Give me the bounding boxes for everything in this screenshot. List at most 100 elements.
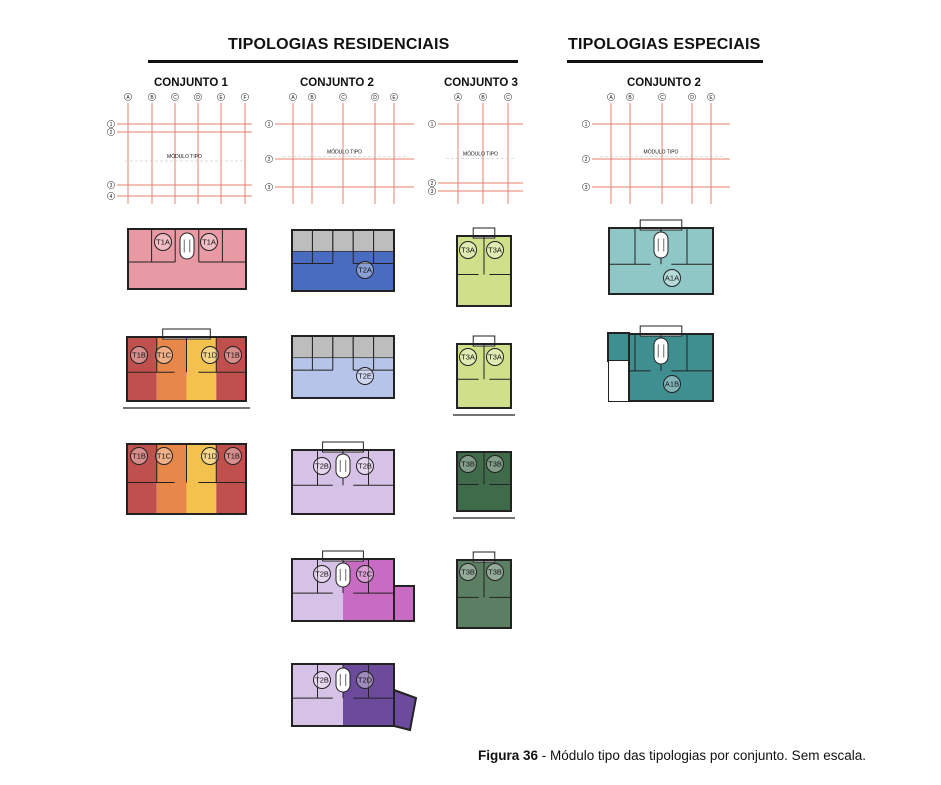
unit-label: T3B xyxy=(461,460,475,469)
unit-label: T3A xyxy=(461,246,475,255)
grid-row-label: 2 xyxy=(431,181,434,187)
unit-label: T1A xyxy=(202,238,216,247)
grid-bubble xyxy=(504,93,512,101)
unit-annex-t2c xyxy=(393,585,415,622)
grid-bubble xyxy=(626,93,634,101)
heading-especiais: TIPOLOGIAS ESPECIAIS xyxy=(568,36,761,53)
unit-label: T3B xyxy=(461,568,475,577)
grid-bubble xyxy=(582,183,590,191)
grid-bubble xyxy=(241,93,249,101)
exterior-wall xyxy=(126,336,247,402)
grid-bubble xyxy=(479,93,487,101)
balcony-bay xyxy=(291,335,313,359)
grid-bubble xyxy=(688,93,696,101)
grid-bubble xyxy=(289,93,297,101)
unit-label: T1B xyxy=(226,351,240,360)
grid-row-label: 1 xyxy=(585,122,588,128)
balcony-bay xyxy=(373,335,395,359)
unit-badge xyxy=(459,241,477,259)
floor-plan-c3-r4: T3B T3B xyxy=(456,551,512,629)
unit-badge xyxy=(201,447,219,465)
exterior-wall xyxy=(456,451,512,512)
unit-area xyxy=(127,337,157,401)
unit-label: T1C xyxy=(157,351,172,360)
exterior-wall xyxy=(127,228,247,290)
stair-core xyxy=(653,337,669,365)
stair-flight xyxy=(339,569,347,581)
unit-badge xyxy=(130,447,148,465)
stair-core xyxy=(335,453,351,479)
floor-plan-c2-r2: T2E xyxy=(291,335,395,399)
plan-cutout xyxy=(609,361,629,401)
floor-plan-c3-r1: T3A T3A xyxy=(456,227,512,307)
unit-label: T3B xyxy=(488,568,502,577)
unit-badge xyxy=(486,563,504,581)
unit-label: T1D xyxy=(203,351,218,360)
balcony-bay xyxy=(332,335,354,359)
grid-bubble xyxy=(390,93,398,101)
unit-badge xyxy=(459,563,477,581)
floor-plan-c2-r1: T2A xyxy=(291,229,395,292)
unit-badge xyxy=(200,233,218,251)
grid-col-label: F xyxy=(243,95,246,101)
grid-bubble xyxy=(428,179,436,187)
grid-col-label: B xyxy=(150,95,154,101)
grid-row-label: 3 xyxy=(268,185,271,191)
unit-badge xyxy=(224,447,242,465)
grid-bubble xyxy=(265,183,273,191)
unit-label: T1B xyxy=(132,351,146,360)
grid-bubble xyxy=(107,120,115,128)
unit-wing-a1b xyxy=(607,332,630,362)
grid-bubble xyxy=(265,155,273,163)
unit-badge xyxy=(459,348,477,366)
grid-col-label: B xyxy=(481,95,485,101)
heading-especiais-rule xyxy=(567,60,763,63)
stair-flight xyxy=(657,344,665,358)
caption-text: - Módulo tipo das tipologias por conjunt… xyxy=(538,748,866,763)
unit-badge xyxy=(486,241,504,259)
grid-bubble xyxy=(107,181,115,189)
grid-bubble xyxy=(107,128,115,136)
set-label-conjunto3: CONJUNTO 3 xyxy=(444,77,518,89)
grid-col-label: C xyxy=(506,95,510,101)
stair-core xyxy=(335,667,351,693)
grid-col-label: A xyxy=(456,95,460,101)
grid-row-label: 1 xyxy=(110,122,113,128)
unit-area xyxy=(156,337,187,401)
stair-core xyxy=(179,232,195,260)
grid-bubble xyxy=(582,155,590,163)
grid-row-label: 1 xyxy=(268,122,271,128)
exterior-wall xyxy=(456,343,512,409)
unit-badge xyxy=(356,261,374,279)
grid-bubble xyxy=(658,93,666,101)
unit-label: T1B xyxy=(132,452,146,461)
unit-badge xyxy=(486,348,504,366)
grid-bubble xyxy=(148,93,156,101)
grid-bubble xyxy=(582,120,590,128)
stair-core xyxy=(653,231,669,259)
grid-bubble xyxy=(428,120,436,128)
balcony-bay xyxy=(352,229,375,252)
grid-bubble xyxy=(428,187,436,195)
unit-badge xyxy=(663,269,681,287)
unit-badge xyxy=(155,346,173,364)
grid-col-label: D xyxy=(690,95,694,101)
grid-row-label: 4 xyxy=(110,194,113,200)
unit-badge xyxy=(486,455,504,473)
floor-plan-e-r1: A1A xyxy=(608,219,714,295)
unit-badge xyxy=(356,671,374,689)
stair-core xyxy=(335,562,351,588)
unit-label: T3A xyxy=(488,246,502,255)
grid-col-label: B xyxy=(310,95,314,101)
unit-badge xyxy=(663,375,681,393)
grid-col-label: E xyxy=(392,95,396,101)
grid-row-label: 3 xyxy=(585,185,588,191)
floor-plan-c1-r2: T1B T1C T1D T1B xyxy=(123,328,250,409)
unit-label: T2E xyxy=(358,372,372,381)
unit-label: T2D xyxy=(358,676,373,685)
